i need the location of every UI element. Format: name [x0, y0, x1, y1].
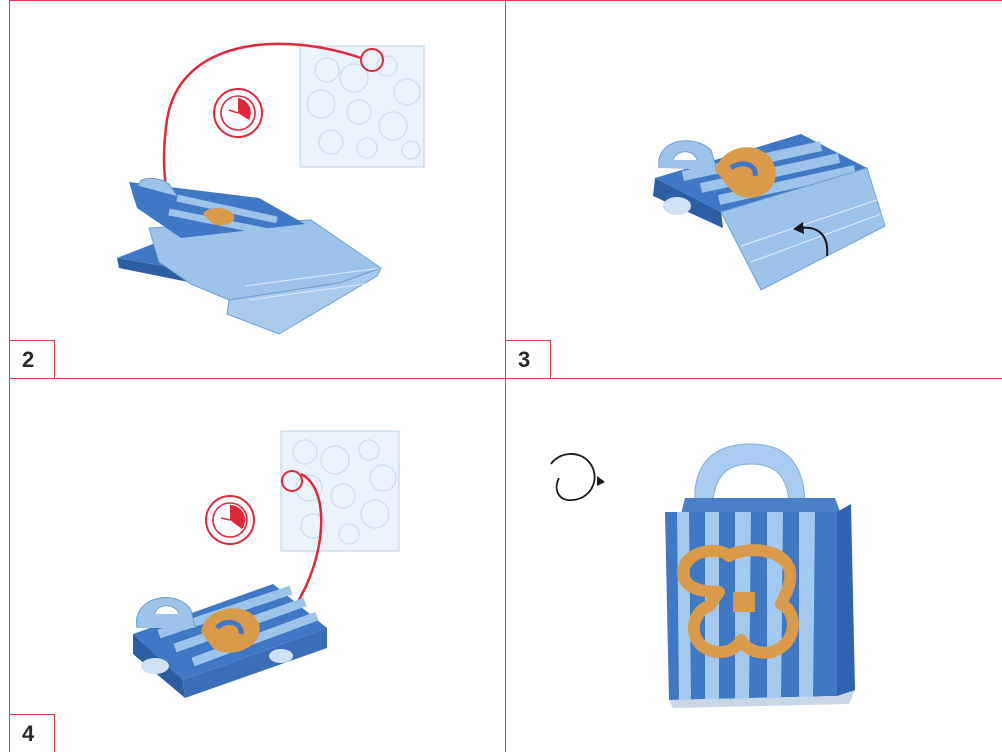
step-number-4: 4 [9, 714, 55, 752]
folded-bag [133, 584, 327, 698]
step-4-panel: 4 [9, 378, 505, 752]
step-2-illustration [9, 0, 505, 378]
step-4-illustration [9, 378, 505, 752]
final-bag-illustration [505, 378, 1002, 752]
partially-folded-bag [653, 134, 885, 290]
bubble-paper-card-icon [281, 431, 399, 551]
rotate-arrow-icon [551, 454, 605, 500]
frame-left [9, 0, 10, 752]
frame-middle-horizontal [9, 378, 1002, 379]
step-number-3: 3 [505, 340, 551, 378]
step-3-panel: 3 [505, 0, 1002, 378]
step-3-illustration [505, 0, 1002, 378]
step-number-2: 2 [9, 340, 55, 378]
unfolded-bag [117, 178, 381, 334]
timer-icon [206, 496, 254, 544]
timer-icon [214, 89, 262, 137]
step-2-panel: 2 [9, 0, 505, 378]
frame-middle-vertical [505, 0, 506, 752]
finished-bag [665, 444, 855, 708]
final-bag-panel [505, 378, 1002, 752]
